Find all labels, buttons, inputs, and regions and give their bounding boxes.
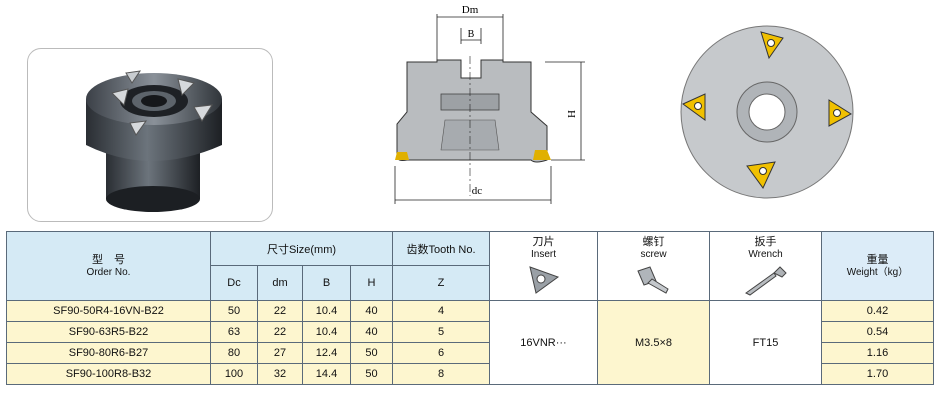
table-row: SF90-63R5-B22 63 22 10.4 40 5 0.54 [6,321,934,343]
insert-top [760,31,784,60]
product-photo [27,48,273,222]
table-row: SF90-100R8-B32 100 32 14.4 50 8 1.70 [6,363,934,385]
b-label: B [468,29,475,40]
wrench-value: FT15 [709,300,822,385]
teeth-header: 齿数Tooth No. [392,231,490,266]
col-h: H [350,265,393,301]
screw-icon [636,266,669,294]
size-header: 尺寸Size(mm) [210,231,393,266]
cross-section-drawing: Dm B H dc [394,4,585,204]
milling-cutter-image [86,70,222,212]
h-label: H [566,110,578,118]
table-row: SF90-50R4-16VN-B22 50 22 10.4 40 4 16VNR… [6,300,934,385]
insert-right [828,99,852,127]
dc-label: dc [472,185,483,197]
col-z: Z [392,265,490,301]
dm-label: Dm [462,4,479,16]
top-view-drawing [680,25,854,199]
insert-icon [528,266,559,294]
table-row: SF90-80R6-B27 80 27 12.4 50 6 1.16 [6,342,934,364]
wrench-icon [744,266,787,296]
insert-value: 16VNR··· [489,300,598,385]
col-dm: dm [257,265,303,301]
insert-left [682,93,706,121]
insert-bottom [746,161,776,189]
col-dc: Dc [210,265,258,301]
col-b: B [302,265,351,301]
screw-value: M3.5×8 [597,300,710,385]
